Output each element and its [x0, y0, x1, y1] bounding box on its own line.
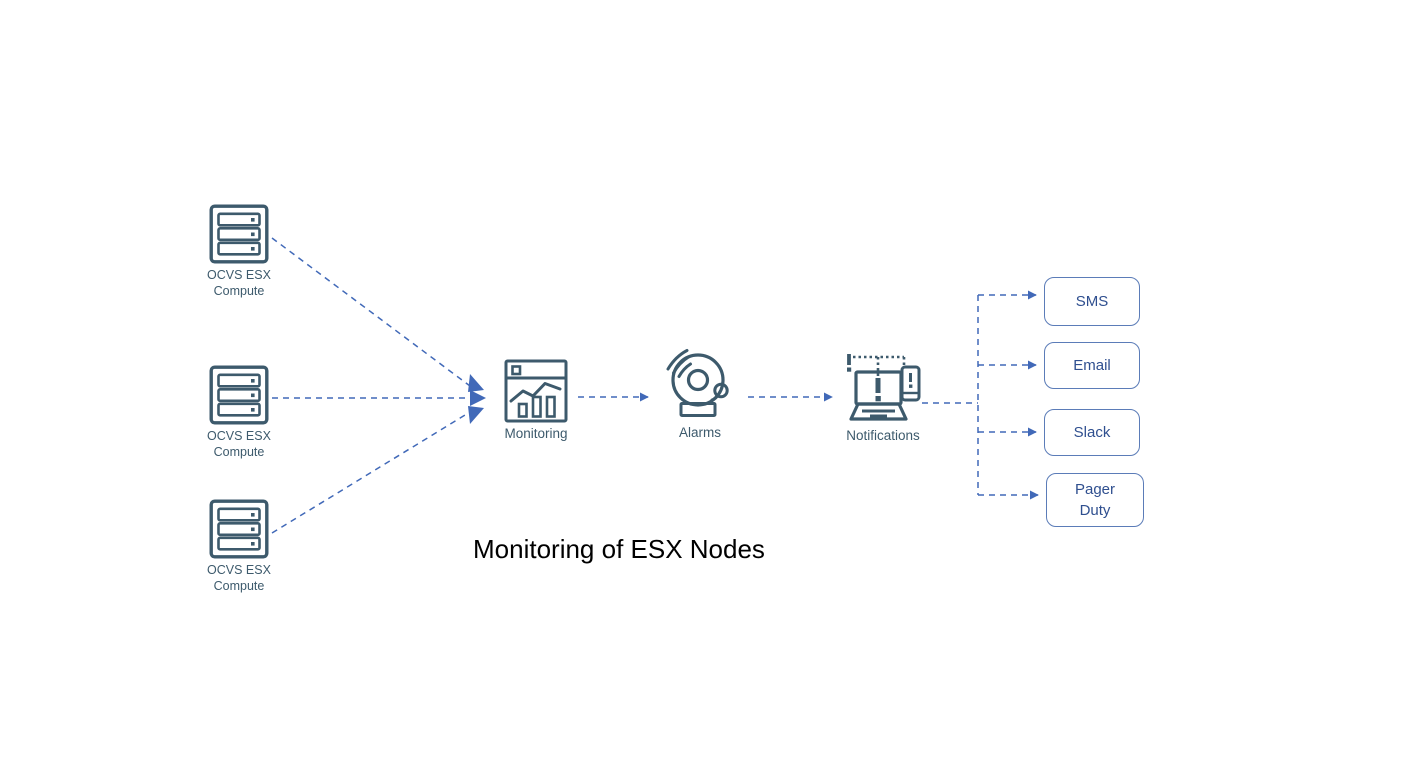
connector-esx1-to-monitoring [271, 237, 484, 392]
channel-slack-label: Slack [1073, 424, 1111, 441]
esx-node-2[interactable]: OCVS ESX Compute [189, 364, 289, 460]
monitoring-dashboard-icon [502, 357, 570, 425]
channel-sms[interactable]: SMS [1044, 277, 1140, 326]
server-stack-icon [208, 203, 270, 265]
channel-pagerduty[interactable]: Pager Duty [1046, 473, 1144, 527]
channel-pagerduty-label: Pager Duty [1074, 481, 1116, 519]
esx-node-3-label: OCVS ESX Compute [207, 563, 271, 593]
stage-notifications[interactable]: Notifications [832, 351, 934, 444]
stage-alarms-label: Alarms [678, 425, 721, 440]
notifications-laptop-icon [840, 351, 926, 427]
channel-sms-label: SMS [1075, 293, 1109, 310]
stage-monitoring[interactable]: Monitoring [490, 357, 582, 442]
page-title: Monitoring of ESX Nodes [473, 534, 765, 564]
stage-notifications-label: Notifications [846, 428, 920, 443]
alarm-bell-icon [654, 348, 746, 424]
connector-esx3-to-monitoring [271, 406, 484, 534]
server-stack-icon [208, 498, 270, 560]
esx-node-1-label: OCVS ESX Compute [207, 268, 271, 298]
esx-node-2-label: OCVS ESX Compute [207, 429, 271, 459]
stage-monitoring-label: Monitoring [504, 426, 568, 441]
server-stack-icon [208, 364, 270, 426]
stage-alarms[interactable]: Alarms [654, 348, 746, 441]
channel-email[interactable]: Email [1044, 342, 1140, 389]
esx-node-1[interactable]: OCVS ESX Compute [189, 203, 289, 299]
channel-slack[interactable]: Slack [1044, 409, 1140, 456]
esx-node-3[interactable]: OCVS ESX Compute [189, 498, 289, 594]
connector-esx2-to-monitoring [272, 390, 486, 406]
channel-email-label: Email [1073, 357, 1111, 374]
